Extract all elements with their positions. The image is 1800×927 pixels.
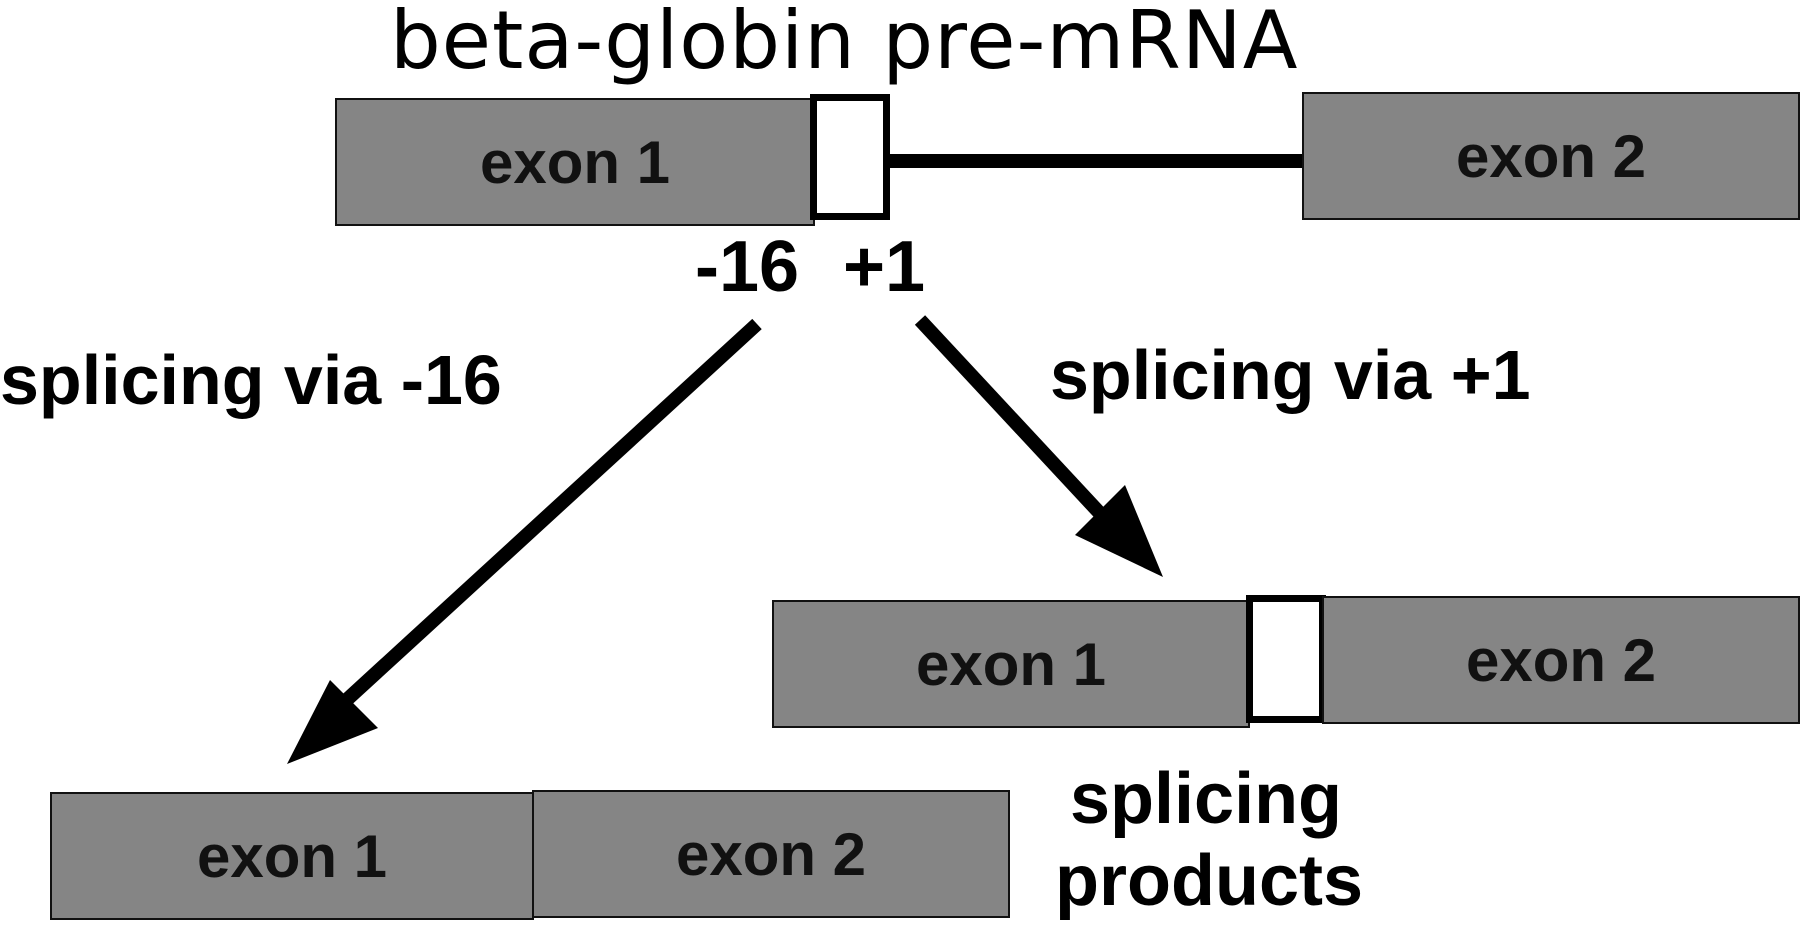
arrow-minus16-shaft — [335, 318, 762, 712]
pre-mrna-16nt-insert — [810, 94, 890, 220]
product-minus16-exon-2: exon 2 — [532, 790, 1010, 918]
arrow-plus1-pathway — [914, 315, 1163, 577]
pre-mrna-exon-1-label: exon 1 — [479, 128, 671, 196]
arrow-plus1-head — [1075, 485, 1163, 577]
pre-mrna-exon-1: exon 1 — [335, 98, 815, 226]
pre-mrna-exon-2: exon 2 — [1302, 92, 1800, 220]
pre-mrna-intron-line — [888, 154, 1303, 168]
product-plus1-exon-1: exon 1 — [772, 600, 1250, 728]
site-plus1-label: +1 — [843, 227, 926, 307]
diagram-title: beta-globin pre-mRNA — [390, 0, 1299, 87]
arrow-minus16-head — [287, 680, 378, 764]
pre-mrna-exon-2-label: exon 2 — [1455, 122, 1647, 190]
site-minus16-label: -16 — [695, 227, 800, 307]
splicing-via-minus16-label: splicing via -16 — [0, 341, 502, 419]
product-plus1-exon-2-label: exon 2 — [1465, 626, 1657, 694]
products-caption-line1: splicing — [1070, 759, 1343, 839]
product-plus1-exon-2: exon 2 — [1322, 596, 1800, 724]
product-minus16-exon-2-label: exon 2 — [675, 820, 867, 888]
arrow-plus1-shaft — [914, 315, 1114, 527]
splicing-via-plus1-label: splicing via +1 — [1050, 336, 1531, 414]
product-minus16-exon-1-label: exon 1 — [196, 822, 388, 890]
product-plus1-exon-1-label: exon 1 — [915, 630, 1107, 698]
products-caption-line2: products — [1055, 841, 1364, 921]
arrow-minus16-pathway — [287, 318, 762, 764]
product-minus16-exon-1: exon 1 — [50, 792, 534, 920]
product-plus1-16nt-insert — [1246, 595, 1326, 723]
